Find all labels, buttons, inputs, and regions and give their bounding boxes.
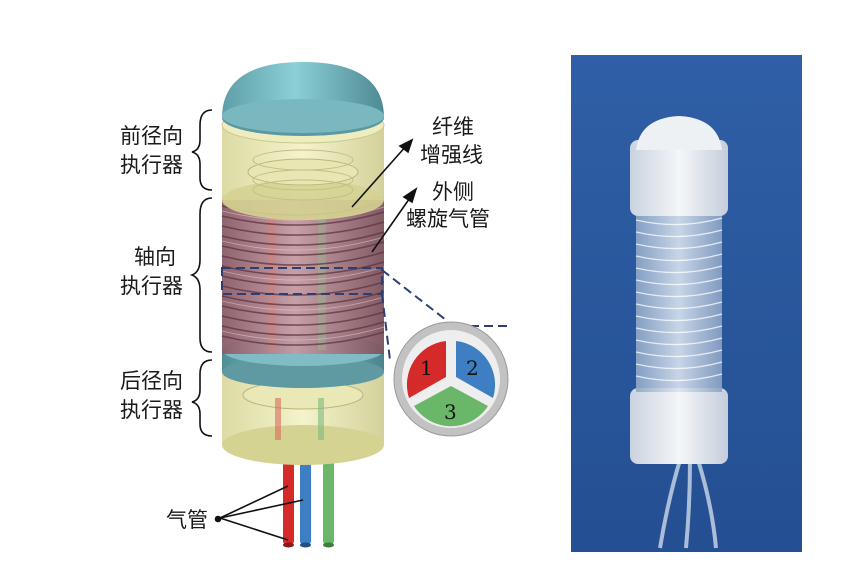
actuator-photo bbox=[571, 55, 802, 552]
chamber-2 bbox=[456, 341, 496, 398]
cross-section-diagram: 1 2 3 bbox=[393, 321, 509, 437]
chamber-1 bbox=[406, 341, 446, 398]
photo-tubes bbox=[658, 459, 718, 549]
axial-actuator bbox=[221, 196, 385, 354]
photo-coils bbox=[635, 217, 723, 382]
air-tubes bbox=[283, 455, 334, 548]
braces bbox=[189, 109, 213, 437]
helix-label-2: 螺旋气管 bbox=[406, 207, 490, 231]
chamber-3 bbox=[414, 386, 488, 427]
blue-tube bbox=[300, 455, 311, 545]
dome-cap bbox=[222, 62, 384, 136]
rear-radial-label-1: 后径向 bbox=[120, 369, 183, 393]
fiber-label-1: 纤维 bbox=[432, 115, 474, 139]
label-arrows bbox=[351, 138, 418, 253]
cross-section-callout bbox=[221, 267, 512, 361]
front-radial-label-2: 执行器 bbox=[120, 153, 183, 177]
axial-label-1: 轴向 bbox=[134, 245, 176, 269]
actuator-schematic: 前径向 执行器 轴向 执行器 后径向 执行器 纤维 增强线 外侧 螺旋气管 气管… bbox=[120, 62, 512, 548]
chamber-3-number: 3 bbox=[444, 400, 457, 424]
red-tube bbox=[283, 455, 294, 545]
chamber-1-number: 1 bbox=[420, 356, 433, 380]
brace-front-radial bbox=[191, 109, 213, 191]
helix-label-1: 外侧 bbox=[432, 180, 474, 204]
green-tube bbox=[323, 455, 334, 545]
tube-pointer-lines bbox=[214, 485, 304, 541]
brace-rear-radial bbox=[191, 359, 213, 437]
brace-axial bbox=[189, 197, 213, 353]
chamber-2-number: 2 bbox=[466, 356, 479, 380]
rear-radial-label-2: 执行器 bbox=[120, 398, 183, 422]
axial-label-2: 执行器 bbox=[120, 274, 183, 298]
helix-coils bbox=[221, 201, 385, 346]
fiber-label-2: 增强线 bbox=[420, 143, 483, 167]
front-radial-label-1: 前径向 bbox=[120, 124, 183, 148]
tubes-label: 气管 bbox=[166, 508, 208, 532]
